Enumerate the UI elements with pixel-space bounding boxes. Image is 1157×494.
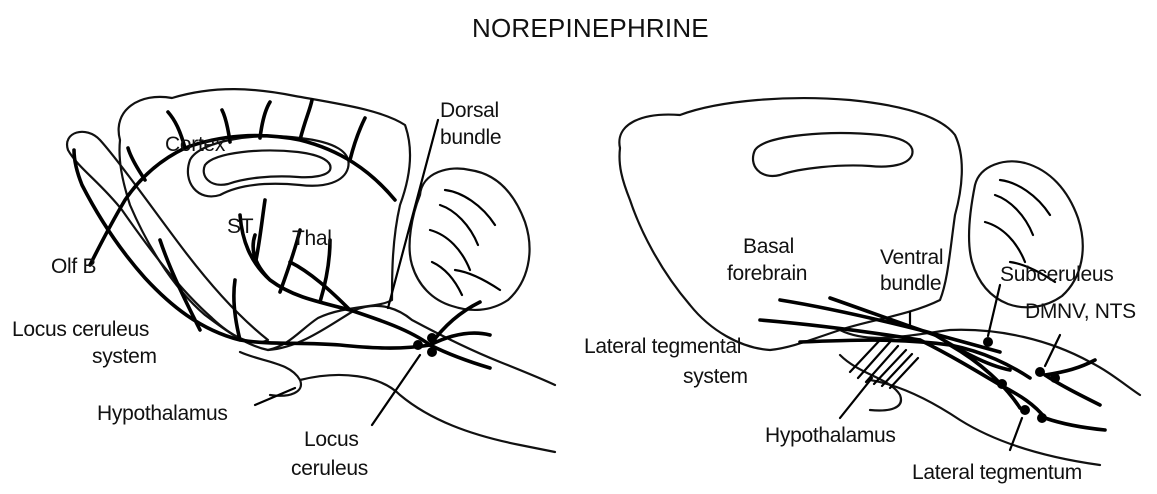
- label-basal-forebrain-line2: forebrain: [727, 262, 807, 285]
- label-subceruleus: Subceruleus: [1000, 263, 1113, 286]
- label-dorsal-bundle-line2: bundle: [440, 126, 501, 149]
- label-basal-forebrain-line1: Basal: [743, 235, 794, 258]
- label-locus-ceruleus-line1: Locus: [304, 428, 359, 451]
- right-dmnv-dot-1: [1035, 367, 1045, 377]
- right-hypothalamus-leader: [840, 378, 872, 418]
- label-ventral-bundle-line1: Ventral: [880, 246, 943, 269]
- label-locus-ceruleus-system-line1: Locus ceruleus: [12, 318, 149, 341]
- label-thal: Thal: [292, 227, 332, 250]
- label-hypothalamus-right: Hypothalamus: [765, 424, 896, 447]
- label-locus-ceruleus-system-line2: system: [92, 345, 157, 368]
- label-lateral-tegmental-system-line2: system: [683, 365, 748, 388]
- right-tegmentum-dot-3: [1037, 413, 1047, 423]
- label-cortex: Cortex: [165, 133, 225, 156]
- right-callosum-outline: [753, 133, 913, 176]
- label-olf-b: Olf B: [51, 255, 96, 278]
- label-lateral-tegmentum: Lateral tegmentum: [912, 461, 1082, 484]
- label-hypothalamus-left: Hypothalamus: [97, 402, 228, 425]
- label-dorsal-bundle-line1: Dorsal: [440, 99, 499, 122]
- right-dmnv-dot-2: [1050, 373, 1060, 383]
- label-st: ST: [227, 215, 253, 238]
- right-lower-tract-path: [1045, 360, 1105, 430]
- label-lateral-tegmental-system-line1: Lateral tegmental: [584, 335, 741, 358]
- label-locus-ceruleus-line2: ceruleus: [291, 457, 368, 480]
- right-tegmentum-dot-2: [1020, 405, 1030, 415]
- label-dmnv-nts: DMNV, NTS: [1025, 300, 1136, 323]
- label-ventral-bundle-line2: bundle: [880, 272, 941, 295]
- right-tegmentum-dot-1: [997, 379, 1007, 389]
- right-dmnv-leader: [1045, 335, 1060, 366]
- right-subceruleus-dot: [983, 337, 993, 347]
